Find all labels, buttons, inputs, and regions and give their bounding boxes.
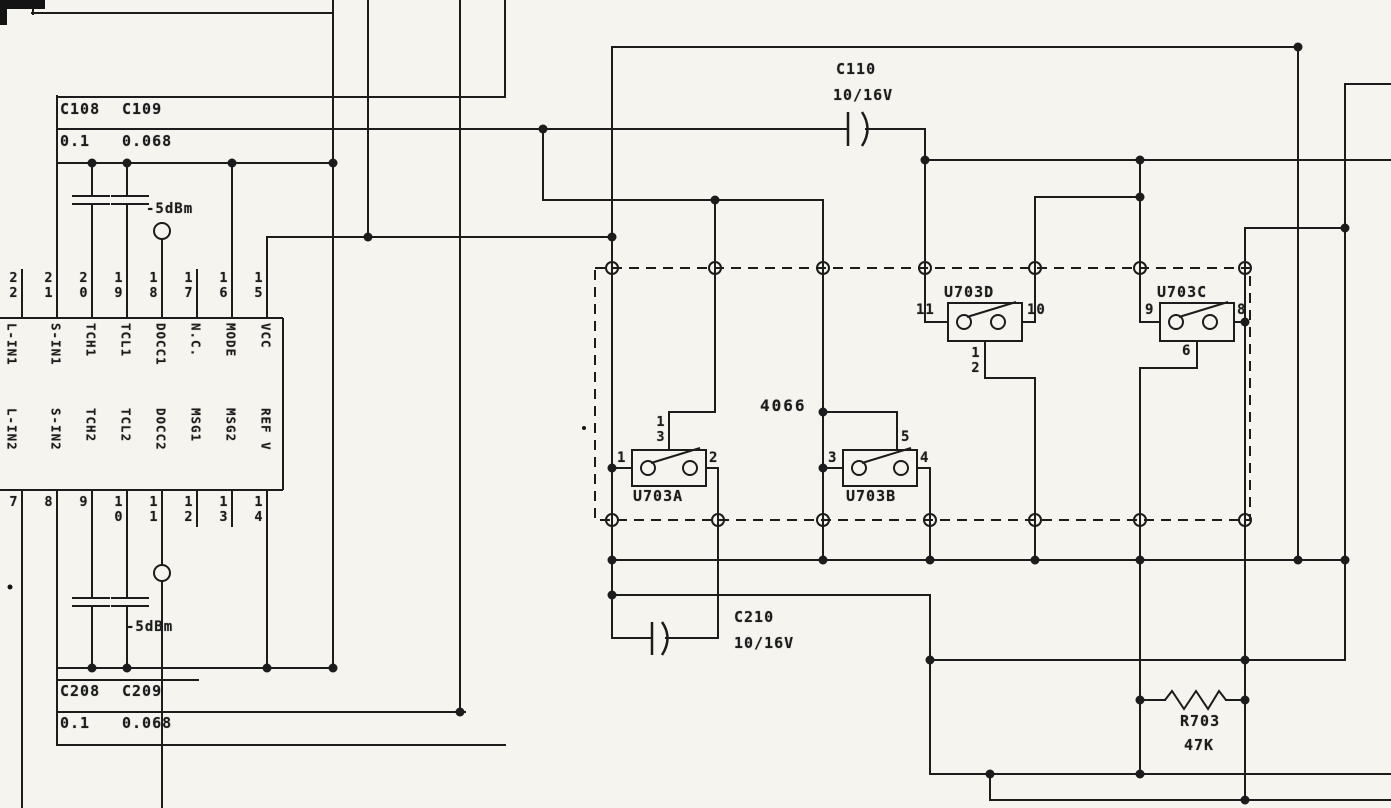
ic-pin-number: 8 — [40, 494, 57, 509]
ic-pin-number: 13 — [215, 494, 232, 524]
ic-pin-label: L-IN1 — [4, 323, 20, 366]
quad-switch-ic-label: 4066 — [760, 396, 807, 415]
ic-pin-label: MSG1 — [188, 408, 204, 443]
ic-pin-number: 11 — [145, 494, 162, 524]
cap-value-c109: 0.068 — [122, 132, 173, 150]
dashed-box-4066 — [594, 267, 1251, 521]
ic-pin-number: 15 — [250, 270, 267, 300]
switch-pin-number: 5 — [901, 429, 911, 445]
cap-value-c108: 0.1 — [60, 132, 91, 150]
switch-label-u703b: U703B — [846, 487, 897, 505]
capacitor-c210 — [650, 621, 669, 656]
ic-pin-number: 17 — [180, 270, 197, 300]
ic-pin-label: REF V — [258, 408, 274, 451]
switch-label-u703c: U703C — [1157, 283, 1208, 301]
testpoint-circle-top — [153, 222, 171, 240]
ic-pin-label: MSG2 — [223, 408, 239, 443]
ic-pin-number: 10 — [110, 494, 127, 524]
main-ic-body — [0, 317, 284, 491]
capacitor-c110 — [846, 111, 869, 147]
cap-ref-c208: C208 — [60, 682, 101, 700]
cap-ref-c108: C108 — [60, 100, 101, 118]
ic-pin-number: 19 — [110, 270, 127, 300]
ic-pin-number: 7 — [5, 494, 22, 509]
ic-pin-label: TCL1 — [118, 323, 134, 358]
ic-pin-number: 9 — [75, 494, 92, 509]
ic-pin-label: S-IN1 — [48, 323, 64, 366]
testpoint-label-bottom: -5dBm — [126, 619, 174, 635]
switch-u703a — [631, 447, 707, 487]
switch-u703b — [842, 447, 918, 487]
ic-pin-label: TCH1 — [83, 323, 99, 358]
switch-pin-number: 1 — [617, 450, 627, 466]
scan-artifact — [0, 0, 586, 590]
ic-pin-label: L-IN2 — [4, 408, 20, 451]
ic-pin-number: 21 — [40, 270, 57, 300]
ic-pin-number: 20 — [75, 270, 92, 300]
cap-ref-c109: C109 — [122, 100, 163, 118]
switch-pin-number: 12 — [967, 345, 984, 375]
ic-pin-label: DOCC2 — [153, 408, 169, 451]
ic-pin-label: TCL2 — [118, 408, 134, 443]
resistor-ref-r703: R703 — [1180, 712, 1221, 730]
switch-pin-number: 4 — [920, 450, 930, 466]
switch-pin-number: 10 — [1027, 302, 1046, 318]
cap-value-c208: 0.1 — [60, 714, 91, 732]
cap-ref-c110: C110 — [836, 60, 877, 78]
ic-pin-number: 12 — [180, 494, 197, 524]
ic-pin-label: N.C. — [188, 323, 204, 358]
testpoint-label-top: -5dBm — [146, 201, 194, 217]
ic-pin-number: 18 — [145, 270, 162, 300]
switch-pin-number: 3 — [828, 450, 838, 466]
switch-pin-number: 6 — [1182, 343, 1192, 359]
ic-pin-label: MODE — [223, 323, 239, 358]
ic-pin-number: 16 — [215, 270, 232, 300]
switch-u703c — [1159, 301, 1235, 342]
ic-pin-label: S-IN2 — [48, 408, 64, 451]
resistor-value-r703: 47K — [1184, 736, 1215, 754]
boundary-crossing-circles — [605, 261, 1252, 527]
switch-pin-number: 13 — [652, 414, 669, 444]
ic-pin-label: DOCC1 — [153, 323, 169, 366]
cap-ref-c210: C210 — [734, 608, 775, 626]
cap-ref-c209: C209 — [122, 682, 163, 700]
cap-value-c209: 0.068 — [122, 714, 173, 732]
switch-pin-number: 11 — [916, 302, 935, 318]
ic-pin-label: VCC — [258, 323, 274, 349]
switch-pin-number: 9 — [1145, 302, 1155, 318]
testpoint-circle-bottom — [153, 564, 171, 582]
resistor-r703 — [1164, 689, 1227, 711]
junction-dots — [87, 42, 1350, 805]
ic-pin-number: 22 — [5, 270, 22, 300]
cap-value-c210: 10/16V — [734, 634, 795, 652]
switch-pin-number: 2 — [709, 450, 719, 466]
switch-label-u703d: U703D — [944, 283, 995, 301]
ic-pin-label: TCH2 — [83, 408, 99, 443]
switch-u703d — [947, 301, 1023, 342]
wires — [21, 0, 1391, 808]
ic-pin-number: 14 — [250, 494, 267, 524]
cap-value-c110: 10/16V — [833, 86, 894, 104]
switch-label-u703a: U703A — [633, 487, 684, 505]
switch-pin-number: 8 — [1237, 302, 1247, 318]
